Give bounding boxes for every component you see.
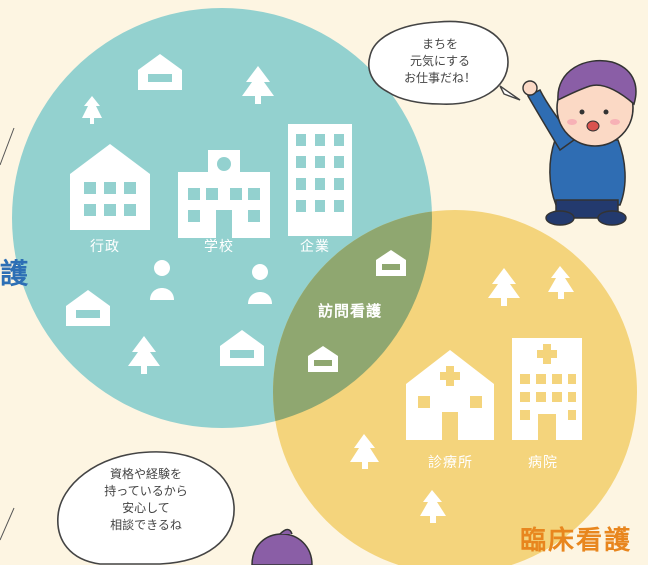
house-icon xyxy=(138,54,182,90)
label-admin: 行政 xyxy=(90,239,120,255)
label-company: 企業 xyxy=(300,239,330,255)
tree-icon xyxy=(350,434,379,469)
community-nursing-title: 護 xyxy=(0,257,29,290)
person-icon xyxy=(150,260,174,300)
bubble-top-line: お仕事だね！ xyxy=(403,71,476,85)
label-clinic: 診療所 xyxy=(428,455,473,471)
speech-bubble-bottom xyxy=(57,451,235,565)
clinic-icon xyxy=(406,350,494,440)
bubble-top-line: 元気にする xyxy=(409,54,471,68)
house-icon xyxy=(308,346,338,372)
decor-line xyxy=(0,507,15,541)
school-icon xyxy=(178,150,270,238)
speech-bubble-top xyxy=(368,20,521,105)
bubble-top-line: まちを xyxy=(421,37,458,51)
label-school: 学校 xyxy=(204,239,234,255)
house-icon xyxy=(376,250,406,276)
office-tower-icon xyxy=(288,124,352,236)
tree-icon xyxy=(82,96,102,124)
tree-icon xyxy=(420,490,446,523)
bubble-bottom-line: 相談できるね xyxy=(110,518,182,532)
tree-icon xyxy=(128,336,160,374)
house-icon xyxy=(220,330,264,366)
person-icon xyxy=(248,264,272,304)
bubble-bottom-text: 資格や経験を 持っているから 安心して 相談できるね xyxy=(76,466,216,534)
bubble-bottom-line: 資格や経験を xyxy=(109,467,182,481)
tree-icon xyxy=(242,66,274,104)
bubble-top-text: まちを 元気にする お仕事だね！ xyxy=(380,36,500,87)
tree-icon xyxy=(548,266,574,299)
house-icon xyxy=(66,290,110,326)
clinical-nursing-title: 臨床看護 xyxy=(520,526,633,556)
home-visit-nursing-overlap xyxy=(273,210,432,428)
boy-character xyxy=(522,60,637,226)
hospital-icon xyxy=(512,338,582,440)
label-hospital: 病院 xyxy=(528,455,558,471)
bubble-bottom-line: 持っているから xyxy=(104,484,188,498)
girl-character xyxy=(251,528,313,565)
label-home-visit-nursing: 訪問看護 xyxy=(318,302,383,320)
building-icon xyxy=(70,144,150,230)
decor-line xyxy=(0,127,15,166)
tree-icon xyxy=(488,268,520,306)
bubble-bottom-line: 安心して xyxy=(122,501,170,515)
